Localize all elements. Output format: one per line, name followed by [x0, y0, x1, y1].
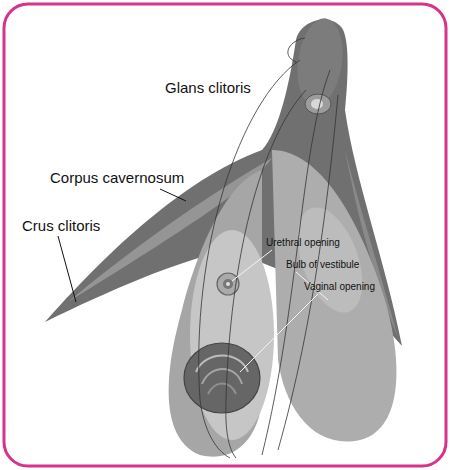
part-label: Urethral opening — [266, 238, 340, 248]
vaginal-opening — [184, 343, 260, 413]
labia-outline — [278, 95, 338, 450]
urethral-opening — [226, 282, 230, 286]
part-label: Crus clitoris — [22, 218, 100, 233]
part-label: Glans clitoris — [165, 80, 251, 95]
leader-line — [232, 250, 272, 281]
hood-outline — [288, 38, 305, 62]
part-label: Vaginal opening — [304, 282, 375, 292]
vaginal-fold — [208, 384, 236, 395]
urethral-opening — [223, 279, 233, 289]
part-label: Bulb of vestibule — [286, 260, 359, 270]
part-label: Corpus cavernosum — [50, 170, 184, 185]
leader-line — [240, 294, 318, 372]
leader-line — [58, 236, 76, 302]
leader-line — [160, 189, 186, 201]
frame — [4, 4, 446, 466]
bulb-highlight — [285, 199, 375, 322]
vaginal-fold — [202, 369, 242, 384]
glans-tip — [311, 99, 323, 109]
